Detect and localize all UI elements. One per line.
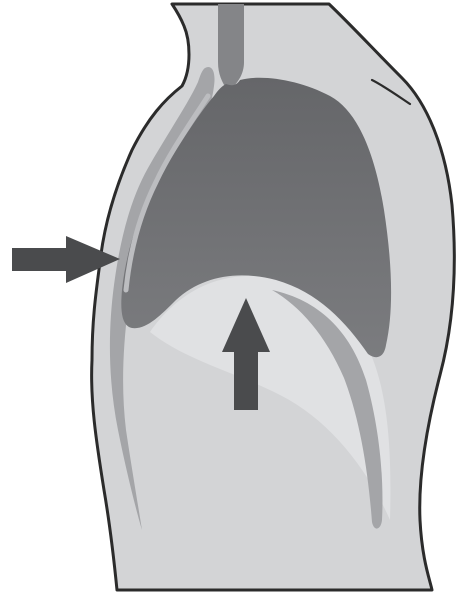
trachea: [218, 4, 244, 88]
